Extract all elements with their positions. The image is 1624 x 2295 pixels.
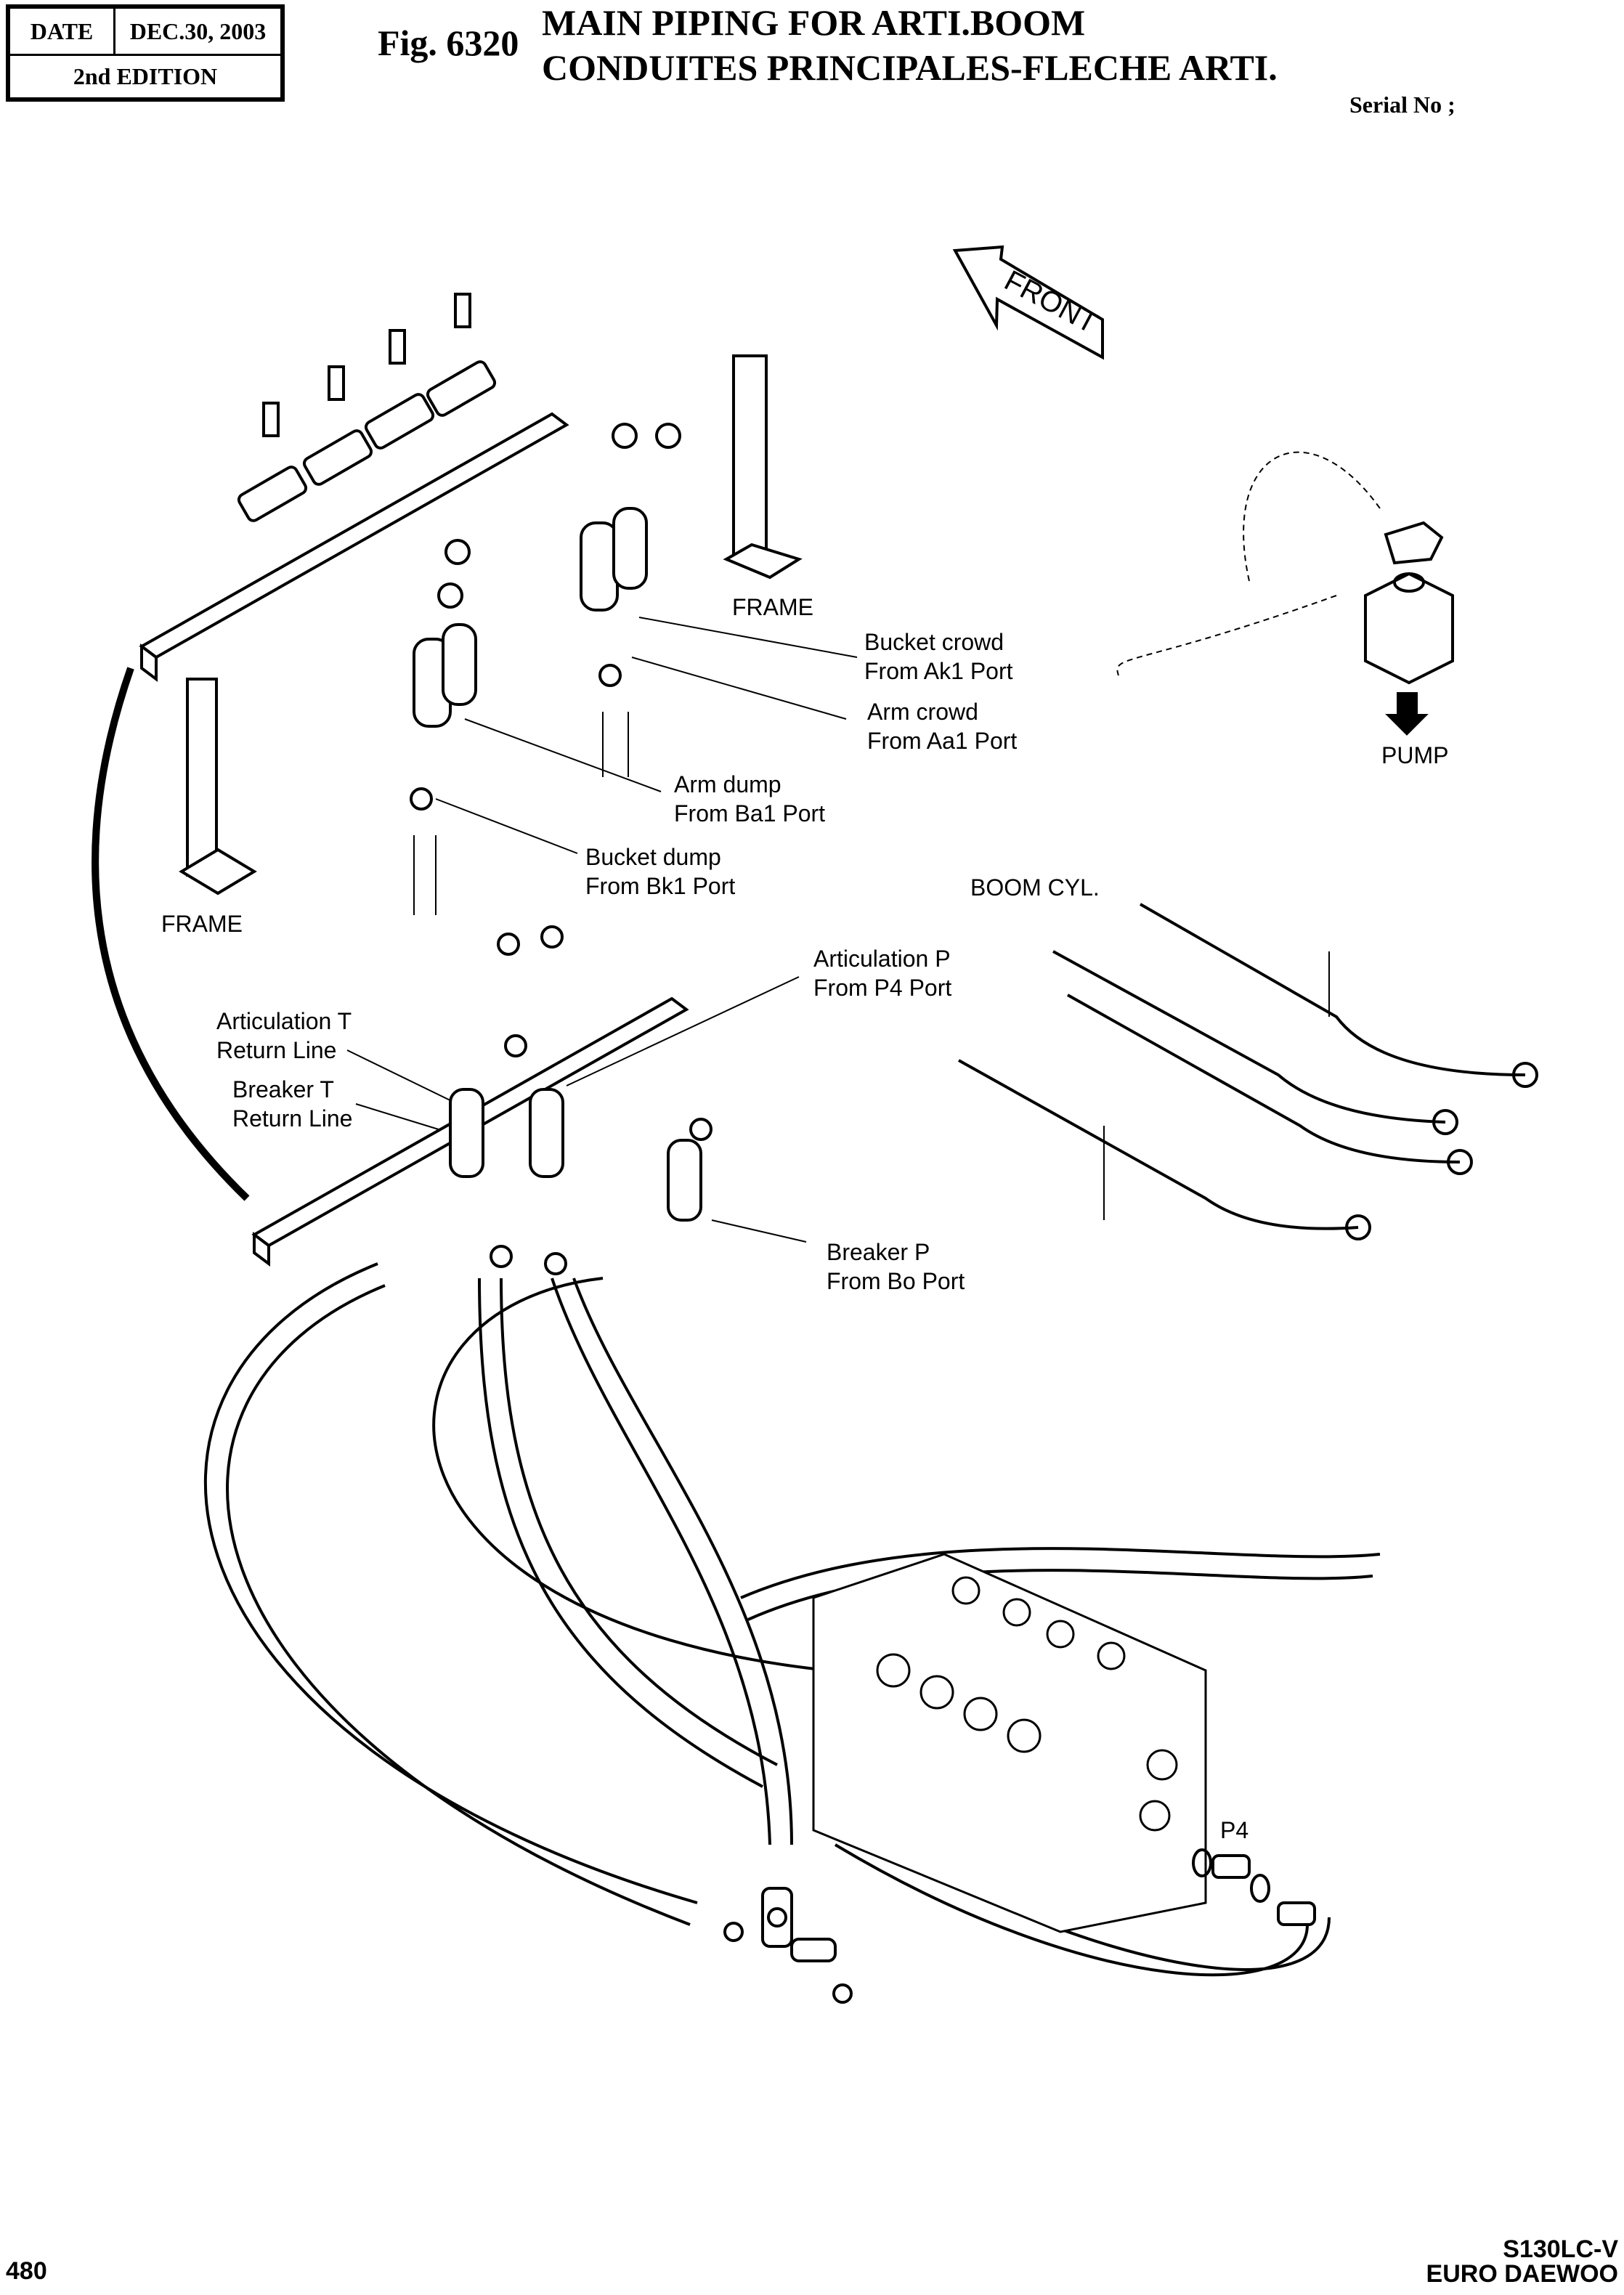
page-number: 480 <box>6 2257 47 2285</box>
model-name: S130LC-V <box>1503 2235 1618 2263</box>
callout-port: From Ak1 Port <box>864 658 1013 684</box>
upper-clamp-bar <box>139 412 569 682</box>
callout-title: Articulation T <box>216 1008 352 1034</box>
lower-fittings <box>449 925 712 1275</box>
upper-swivel-fittings <box>410 423 681 915</box>
date-row: DATE DEC.30, 2003 <box>10 9 280 56</box>
callout-articulation-p: Articulation P From P4 Port <box>813 944 951 1002</box>
callout-title: Bucket dump <box>585 844 721 870</box>
p4-port-label: P4 <box>1220 1817 1249 1843</box>
callout-port: From Ba1 Port <box>674 800 826 826</box>
edition-label: 2nd EDITION <box>73 63 218 89</box>
callout-port: From Aa1 Port <box>867 728 1018 754</box>
p4-fitting <box>1192 1848 1316 1926</box>
callout-port: Return Line <box>232 1105 353 1132</box>
frame-upright-right <box>723 354 803 580</box>
callout-title: Articulation P <box>813 946 951 972</box>
callout-port: From P4 Port <box>813 975 952 1001</box>
callout-title: Bucket crowd <box>864 629 1004 655</box>
callout-articulation-t: Articulation T Return Line <box>216 1007 352 1065</box>
swing-arc <box>92 667 250 1201</box>
callout-arm-dump: Arm dump From Ba1 Port <box>674 770 825 828</box>
model-block: S130LC-V EURO DAEWOO <box>1426 2237 1618 2286</box>
title-french: CONDUITES PRINCIPALES-FLECHE ARTI. <box>542 47 1278 88</box>
callout-port: From Bo Port <box>827 1268 965 1294</box>
control-valve <box>812 1553 1207 1933</box>
frame-label-lower: FRAME <box>161 911 243 937</box>
boom-cylinder-pipes <box>958 903 1538 1240</box>
date-edition-box: DATE DEC.30, 2003 2nd EDITION <box>6 4 285 102</box>
hoses <box>203 1262 1381 1977</box>
pump-label: PUMP <box>1381 742 1449 768</box>
date-value: DEC.30, 2003 <box>129 17 267 44</box>
brand-name: EURO DAEWOO <box>1426 2260 1618 2288</box>
callout-title: Breaker T <box>232 1076 334 1102</box>
tee-fitting <box>723 1887 853 2004</box>
leader-lines <box>346 617 1330 1243</box>
callout-title: Arm crowd <box>867 699 978 725</box>
callout-title: Arm dump <box>674 771 781 797</box>
callout-port: From Bk1 Port <box>585 873 736 899</box>
callout-breaker-t: Breaker T Return Line <box>232 1075 352 1133</box>
callout-breaker-p: Breaker P From Bo Port <box>827 1238 965 1296</box>
frame-upright-left <box>179 678 257 895</box>
front-arrow-icon: FRONT <box>952 245 1104 360</box>
clamp-blocks <box>237 293 497 522</box>
title-english: MAIN PIPING FOR ARTI.BOOM <box>542 2 1086 43</box>
frame-label-upper: FRAME <box>732 594 813 620</box>
callout-title: Breaker P <box>827 1239 930 1265</box>
callout-arm-crowd: Arm crowd From Aa1 Port <box>867 697 1017 755</box>
figure-number: Fig. 6320 <box>378 23 519 63</box>
callout-bucket-crowd: Bucket crowd From Ak1 Port <box>864 627 1013 686</box>
serial-number-label: Serial No ; <box>1349 92 1455 118</box>
boom-cylinder-label: BOOM CYL. <box>970 874 1100 901</box>
callout-port: Return Line <box>216 1037 337 1063</box>
callout-bucket-dump: Bucket dump From Bk1 Port <box>585 842 735 901</box>
date-label: DATE <box>10 9 115 54</box>
pump-block <box>1116 451 1454 736</box>
